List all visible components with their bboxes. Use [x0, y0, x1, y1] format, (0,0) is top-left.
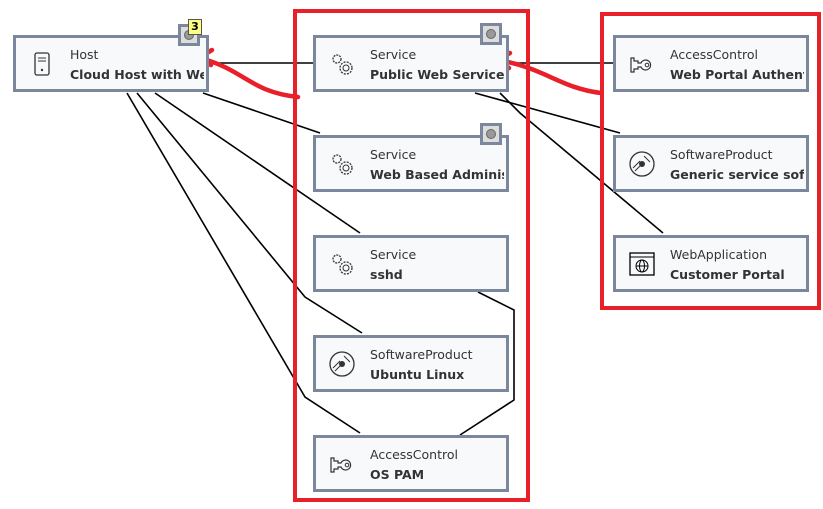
highlight-box-right [600, 12, 821, 310]
edge-host-webadmin [202, 92, 321, 134]
gears-icon [332, 54, 353, 75]
node-name: Customer Portal [670, 267, 785, 282]
node-name: Web Portal Authentica [670, 67, 804, 82]
globe-icon [486, 29, 496, 39]
node-name: Generic service softwa [670, 167, 804, 182]
edge-sshd-pam [459, 291, 515, 436]
edge-host-sshd [154, 92, 361, 234]
node-type: Service [370, 147, 417, 162]
red-arrow-left [197, 55, 301, 100]
edge-host-ubuntu [136, 92, 363, 334]
node-name: OS PAM [370, 467, 425, 482]
node-type: AccessControl [370, 447, 458, 462]
node-type: Host [70, 47, 99, 62]
key-icon [630, 57, 652, 73]
node-type: Service [370, 47, 417, 62]
node-type: WebApplication [670, 247, 768, 262]
red-arrow-right [495, 57, 604, 96]
node-type: SoftwareProduct [670, 147, 773, 162]
node-type: AccessControl [670, 47, 758, 62]
node-type: Service [370, 247, 417, 262]
node-name: Web Based Administra [370, 167, 504, 182]
edge-host-pam [126, 92, 361, 434]
edge-publicweb-portal [499, 92, 664, 234]
node-ac1[interactable]: AccessControl OS PAM [313, 435, 509, 492]
globe-window-icon [629, 252, 655, 276]
svc1-badge[interactable] [480, 23, 502, 45]
node-name: sshd [370, 267, 403, 282]
highlight-box-middle [293, 9, 530, 502]
key-icon [330, 457, 352, 473]
node-type: SoftwareProduct [370, 347, 473, 362]
server-icon [34, 52, 50, 76]
svc2-badge[interactable] [480, 123, 502, 145]
host-badge-count: 3 [188, 19, 202, 35]
node-name: Cloud Host with Web [70, 67, 204, 82]
gears-icon [332, 154, 353, 175]
node-svc3[interactable]: Service sshd [313, 235, 509, 292]
disc-icon [629, 151, 655, 177]
node-name: Ubuntu Linux [370, 367, 465, 382]
edge-publicweb-generic [474, 92, 621, 134]
disc-icon [329, 351, 355, 377]
node-name: Public Web Service [370, 67, 504, 82]
gears-icon [332, 254, 353, 275]
globe-icon [486, 129, 496, 139]
